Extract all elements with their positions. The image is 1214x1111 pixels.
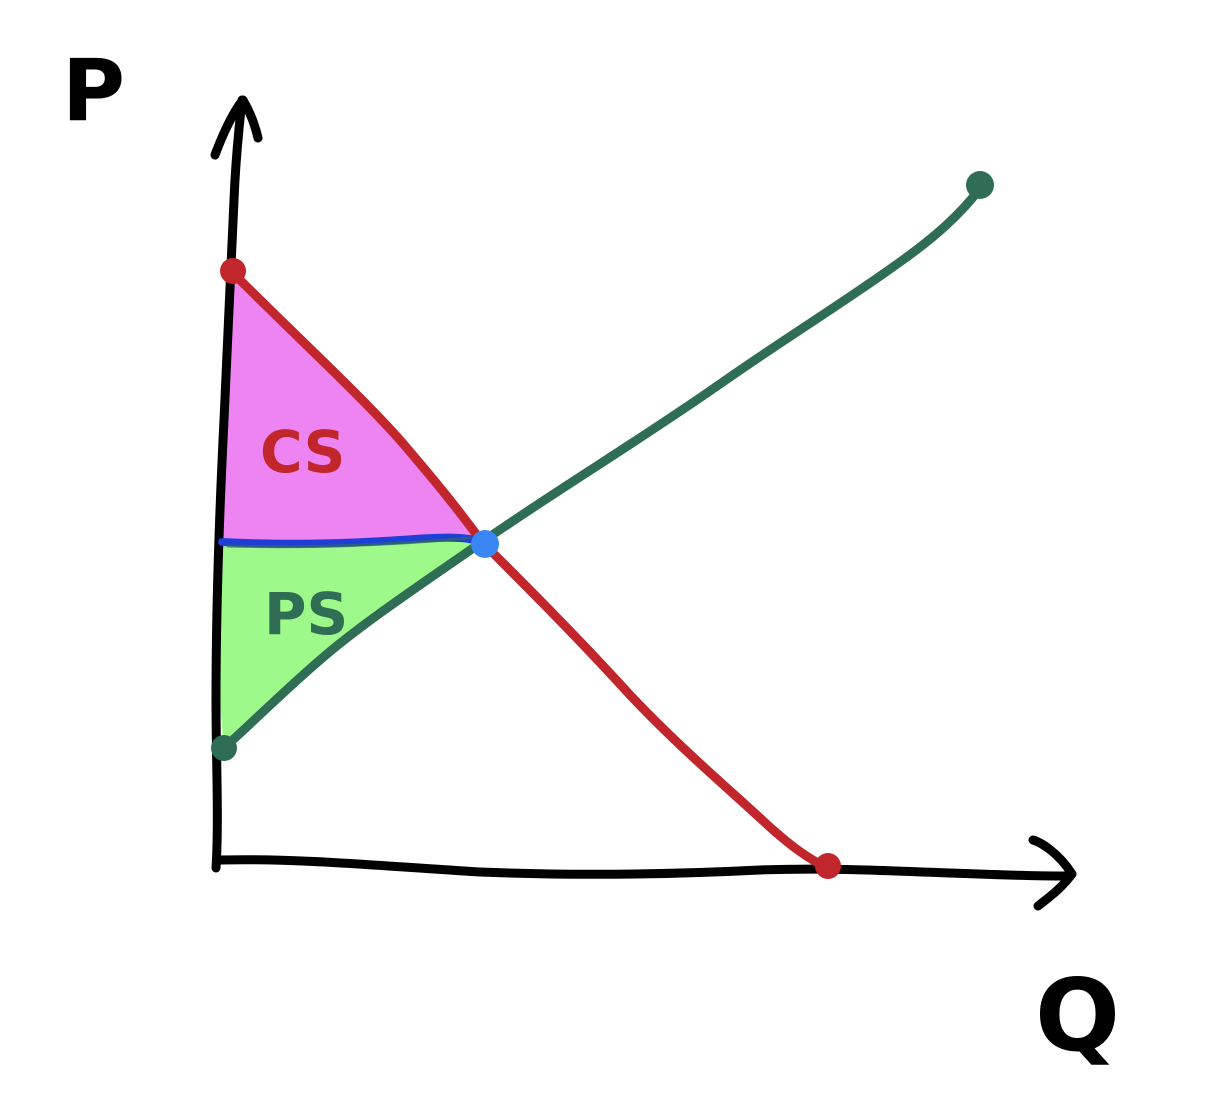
- y-axis-label: P: [62, 41, 125, 141]
- x-axis: [215, 855, 1073, 881]
- producer-surplus-label: PS: [264, 580, 348, 648]
- demand-curve: [227, 267, 833, 873]
- x-axis-arrowhead: [1028, 835, 1077, 911]
- equilibrium-point: [471, 530, 499, 558]
- demand-intercept-point: [220, 258, 246, 284]
- y-axis-arrowhead: [210, 95, 263, 160]
- producer-surplus-region: [217, 542, 482, 748]
- consumer-surplus-label: CS: [260, 418, 345, 486]
- supply-end-point: [966, 171, 994, 199]
- supply-curve: [219, 181, 987, 753]
- equilibrium-price-line-shadow: [226, 536, 472, 549]
- x-axis-label: Q: [1035, 957, 1120, 1074]
- supply-intercept-point: [211, 735, 237, 761]
- consumer-surplus-region: [222, 272, 482, 542]
- demand-quantity-intercept-point: [815, 853, 841, 879]
